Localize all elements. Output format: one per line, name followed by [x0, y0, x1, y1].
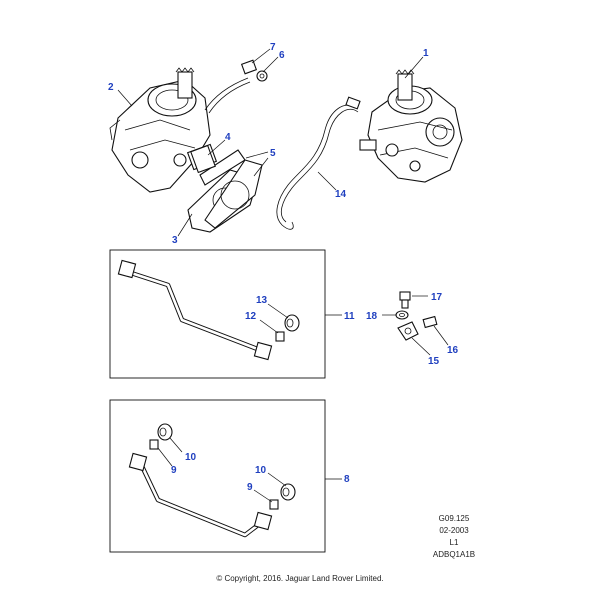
olive-12 — [275, 331, 285, 342]
callout-5: 5 — [270, 148, 276, 159]
nut-7 — [240, 59, 258, 75]
ref-date: 02-2003 — [439, 526, 469, 535]
callout-15: 15 — [428, 356, 440, 367]
callout-3: 3 — [172, 235, 178, 246]
callout-4: 4 — [225, 132, 231, 143]
callout-2: 2 — [108, 82, 114, 93]
olive-9b — [269, 499, 279, 510]
gasket-5 — [199, 149, 263, 229]
callout-14: 14 — [335, 189, 347, 200]
olive-10b — [280, 483, 296, 501]
callout-16: 16 — [447, 345, 459, 356]
callout-18: 18 — [366, 311, 378, 322]
callout-10a: 10 — [185, 452, 197, 463]
callout-12: 12 — [245, 311, 257, 322]
callout-1: 1 — [423, 48, 429, 59]
callout-13: 13 — [256, 295, 268, 306]
ref-code: G09.125 — [438, 514, 470, 523]
banjo-15 — [397, 321, 419, 341]
injection-pump-right — [359, 69, 463, 183]
copyright-notice: © Copyright, 2016. Jaguar Land Rover Lim… — [216, 574, 384, 583]
group-box-11 — [109, 249, 326, 379]
leader-lines — [117, 48, 449, 503]
ref-level: L1 — [449, 538, 459, 547]
bolt-16 — [422, 315, 438, 329]
olive-9a — [149, 439, 159, 450]
injector-pipe-11 — [117, 259, 273, 361]
callout-6: 6 — [279, 50, 285, 61]
callout-7: 7 — [270, 42, 276, 53]
callout-8: 8 — [344, 474, 350, 485]
injector-pipe-8 — [128, 452, 273, 538]
injection-pump-left — [109, 67, 218, 193]
olive-13 — [284, 314, 300, 332]
washer-6 — [256, 70, 268, 82]
callout-11: 11 — [344, 311, 355, 322]
adaptor-4 — [190, 144, 216, 174]
olive-10a — [157, 423, 173, 441]
bolt-17 — [399, 291, 411, 309]
callout-9a: 9 — [171, 465, 177, 476]
washer-18 — [395, 310, 409, 320]
callout-9b: 9 — [247, 482, 253, 493]
ref-id: ADBQ1A1B — [432, 550, 476, 559]
group-box-8 — [109, 399, 326, 553]
callout-10b: 10 — [255, 465, 267, 476]
callout-17: 17 — [431, 292, 443, 303]
